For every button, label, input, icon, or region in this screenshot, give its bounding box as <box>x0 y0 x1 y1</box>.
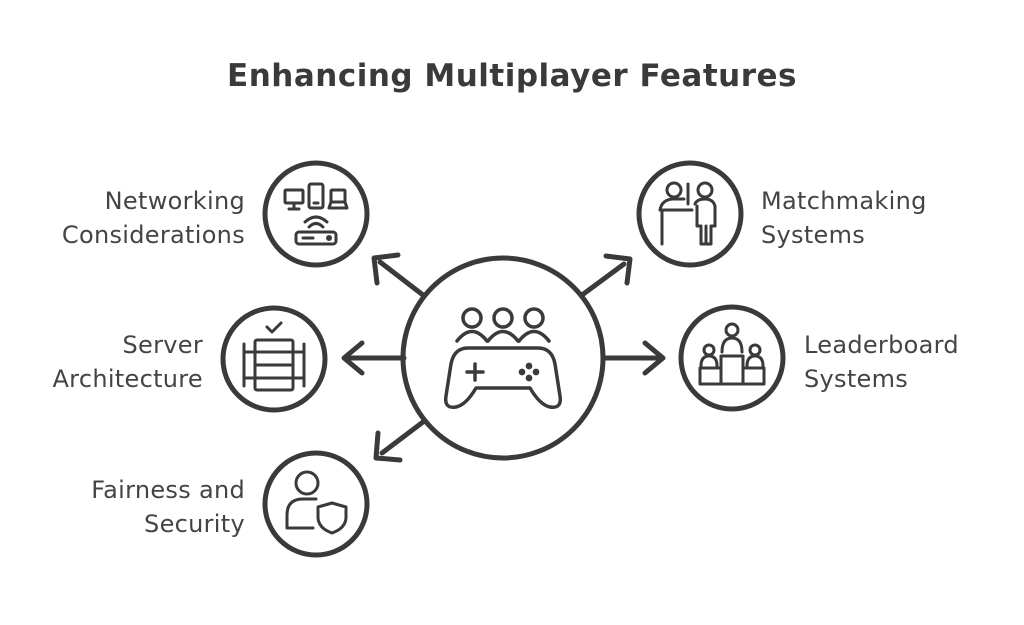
arrow-to-matchmaking <box>579 253 633 298</box>
arrow-to-fairness <box>373 419 426 463</box>
networking-label: Networking Considerations <box>62 184 245 252</box>
server-rack-check-icon <box>242 321 306 392</box>
center-circle <box>400 255 606 461</box>
fairness-circle <box>262 450 370 558</box>
podium-icon <box>698 322 766 386</box>
arrow-to-leaderboard <box>600 340 666 376</box>
networking-label-line2: Considerations <box>61 221 245 249</box>
leaderboard-circle <box>678 304 786 412</box>
game-controller-with-players-icon <box>443 307 563 410</box>
fairness-label-line2: Security <box>144 510 245 538</box>
matchmaking-label-line2: Systems <box>761 221 866 249</box>
networking-circle <box>262 160 370 268</box>
server-label-line2: Architecture <box>52 365 203 393</box>
diagram-title: Enhancing Multiplayer Features <box>227 58 797 94</box>
server-label: Server Architecture <box>52 328 203 396</box>
matchmaking-circle <box>636 160 744 268</box>
server-circle <box>220 305 328 413</box>
fairness-label: Fairness and Security <box>91 473 245 541</box>
leaderboard-label-line2: Systems <box>804 365 909 393</box>
arrow-to-server <box>341 340 407 376</box>
server-label-line1: Server <box>122 331 203 359</box>
fairness-label-line1: Fairness and <box>91 476 245 504</box>
leaderboard-label: Leaderboard Systems <box>804 328 959 396</box>
leaderboard-label-line1: Leaderboard <box>804 331 959 359</box>
matchmaking-label-line1: Matchmaking <box>761 187 927 215</box>
networking-label-line1: Networking <box>104 187 245 215</box>
matchmaking-label: Matchmaking Systems <box>761 184 927 252</box>
people-at-board-icon <box>658 181 717 246</box>
networked-devices-router-icon <box>283 182 349 246</box>
person-shield-icon <box>285 470 348 535</box>
arrow-to-networking <box>371 252 426 298</box>
